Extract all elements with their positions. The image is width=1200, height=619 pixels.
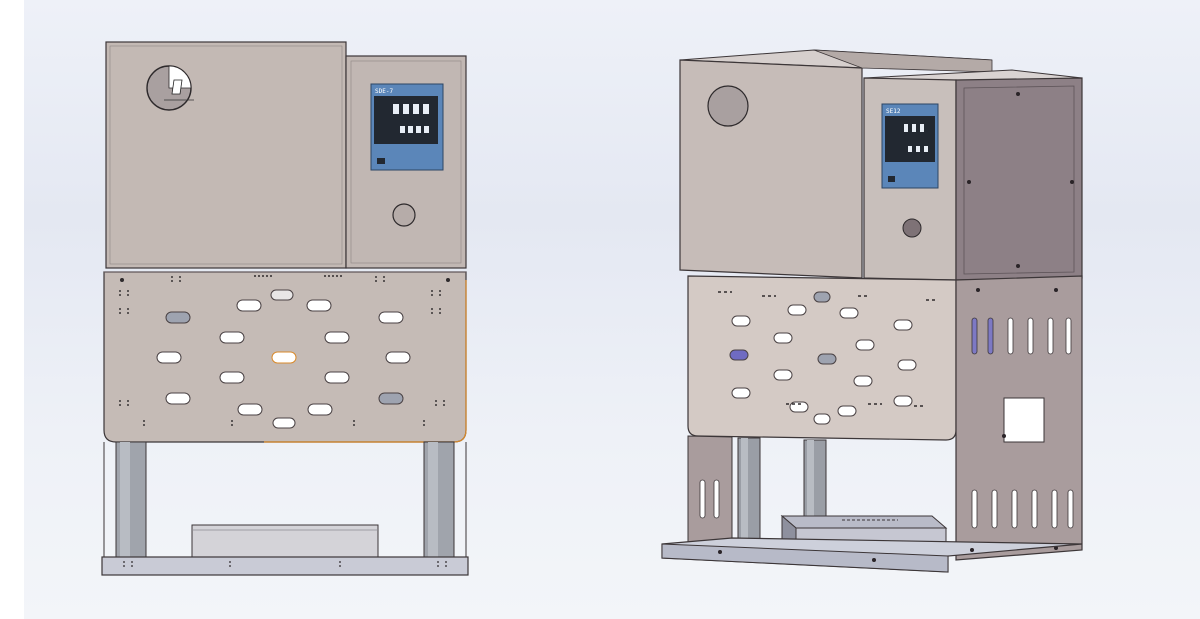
controller-knob-iso [902, 218, 922, 238]
base-device-top [780, 515, 948, 529]
plate-screw [446, 278, 450, 282]
controller-box-inner [350, 60, 462, 264]
pillar-left-iso-shade [741, 438, 748, 548]
plate-screw [120, 278, 124, 282]
isometric-view: SE12 [542, 0, 1200, 619]
pillar-right-iso-shade [807, 440, 814, 540]
side-screw [1016, 264, 1020, 268]
plate-slot-group [156, 289, 411, 429]
upper-enclosure-box [105, 41, 347, 269]
base-plate [101, 556, 469, 576]
display-key-iso [888, 176, 895, 182]
front-view-drawing: SDE-7 [101, 41, 469, 576]
side-screw [1016, 92, 1020, 96]
base-plate-iso-edge [661, 543, 949, 573]
display-digits-iso [904, 124, 928, 152]
display-key [377, 158, 385, 164]
controller-knob [392, 203, 416, 227]
isometric-view-drawing: SE12 [661, 49, 1083, 573]
side-frame-screws [976, 288, 1058, 550]
base-plate-screws [718, 548, 974, 562]
controller-display-screen-iso [885, 116, 935, 162]
iso-plate-slot-group [729, 291, 917, 425]
side-screw [967, 180, 971, 184]
side-frame-vent-slots [971, 317, 1074, 529]
upper-enclosure-inner-edge [109, 45, 343, 265]
display-digits-top [393, 104, 429, 114]
display-model-label-iso: SE12 [886, 108, 901, 115]
side-frame-left [687, 435, 733, 553]
pillar-left-shade [120, 442, 130, 560]
side-frame-window [1003, 397, 1045, 443]
fan-cutout-iso [707, 85, 749, 127]
plate-hole-marks [119, 275, 445, 426]
left-frame-vent-slots [699, 479, 720, 519]
base-plate-holes [123, 561, 447, 569]
controller-box-side [955, 77, 1083, 281]
controller-display-screen [374, 96, 438, 144]
pillar-right-shade [428, 442, 438, 560]
front-orthographic-view: SDE-7 [24, 0, 544, 619]
fan-emblem-mark [171, 79, 183, 95]
iso-plate-hole-marks [718, 291, 938, 407]
controller-side-inset [963, 85, 1075, 275]
display-model-label: SDE-7 [375, 88, 393, 95]
display-digits-bottom [400, 126, 429, 133]
upper-enclosure-front-face [679, 59, 863, 279]
side-screw [1070, 180, 1074, 184]
